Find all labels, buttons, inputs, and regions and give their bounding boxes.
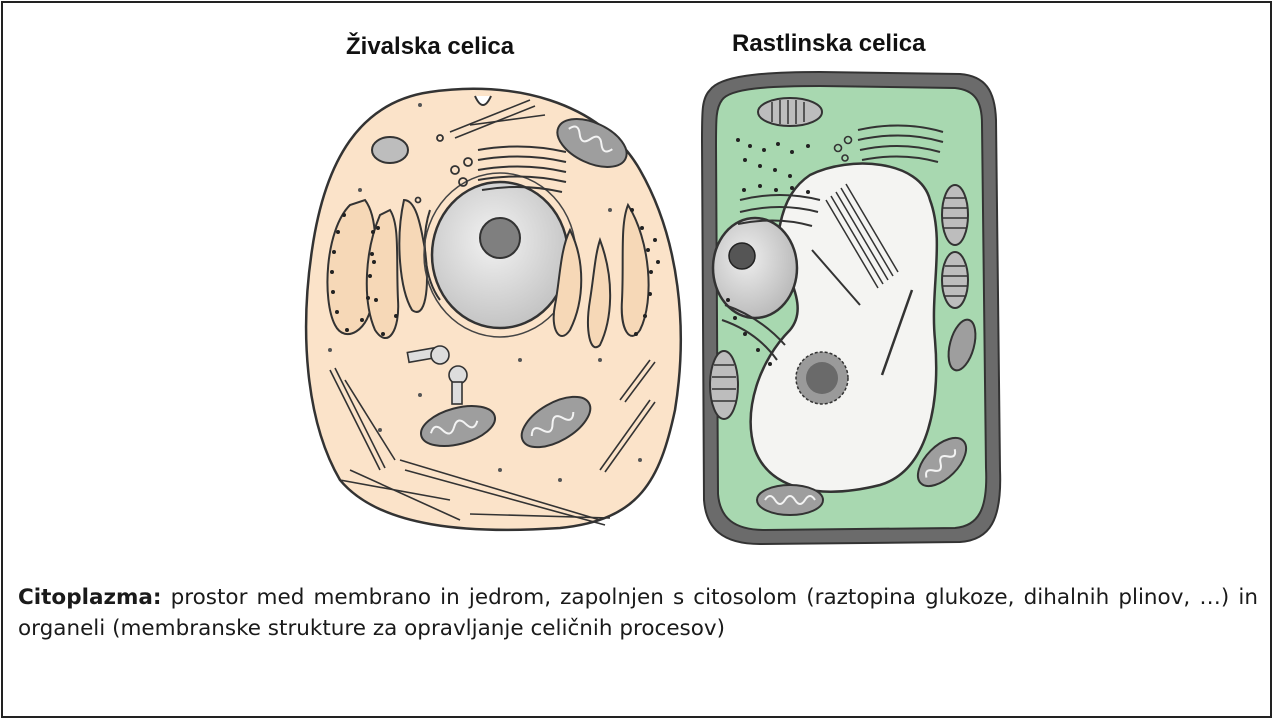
animal-nucleolus	[480, 218, 520, 258]
plant-chloroplast-top	[758, 98, 822, 126]
animal-cell-title: Živalska celica	[346, 33, 514, 61]
plant-cell-title: Rastlinska celica	[732, 30, 925, 58]
plant-chloroplast-right-2	[942, 252, 968, 308]
cytoplasm-definition: Citoplazma: prostor med membrano in jedr…	[18, 582, 1258, 644]
plant-chloroplast-right-1	[942, 185, 968, 245]
animal-lysosome	[372, 137, 408, 163]
plant-chloroplast-left	[710, 351, 738, 419]
animal-cell	[306, 89, 681, 530]
plant-nucleolus	[729, 243, 755, 269]
plant-cell	[702, 72, 1000, 544]
cytoplasm-description: prostor med membrano in jedrom, zapolnje…	[18, 585, 1258, 641]
plant-peroxisome	[796, 352, 848, 404]
plant-nucleus	[713, 218, 797, 318]
plant-mitochondrion-bottom	[757, 485, 823, 515]
cytoplasm-term: Citoplazma:	[18, 585, 162, 610]
